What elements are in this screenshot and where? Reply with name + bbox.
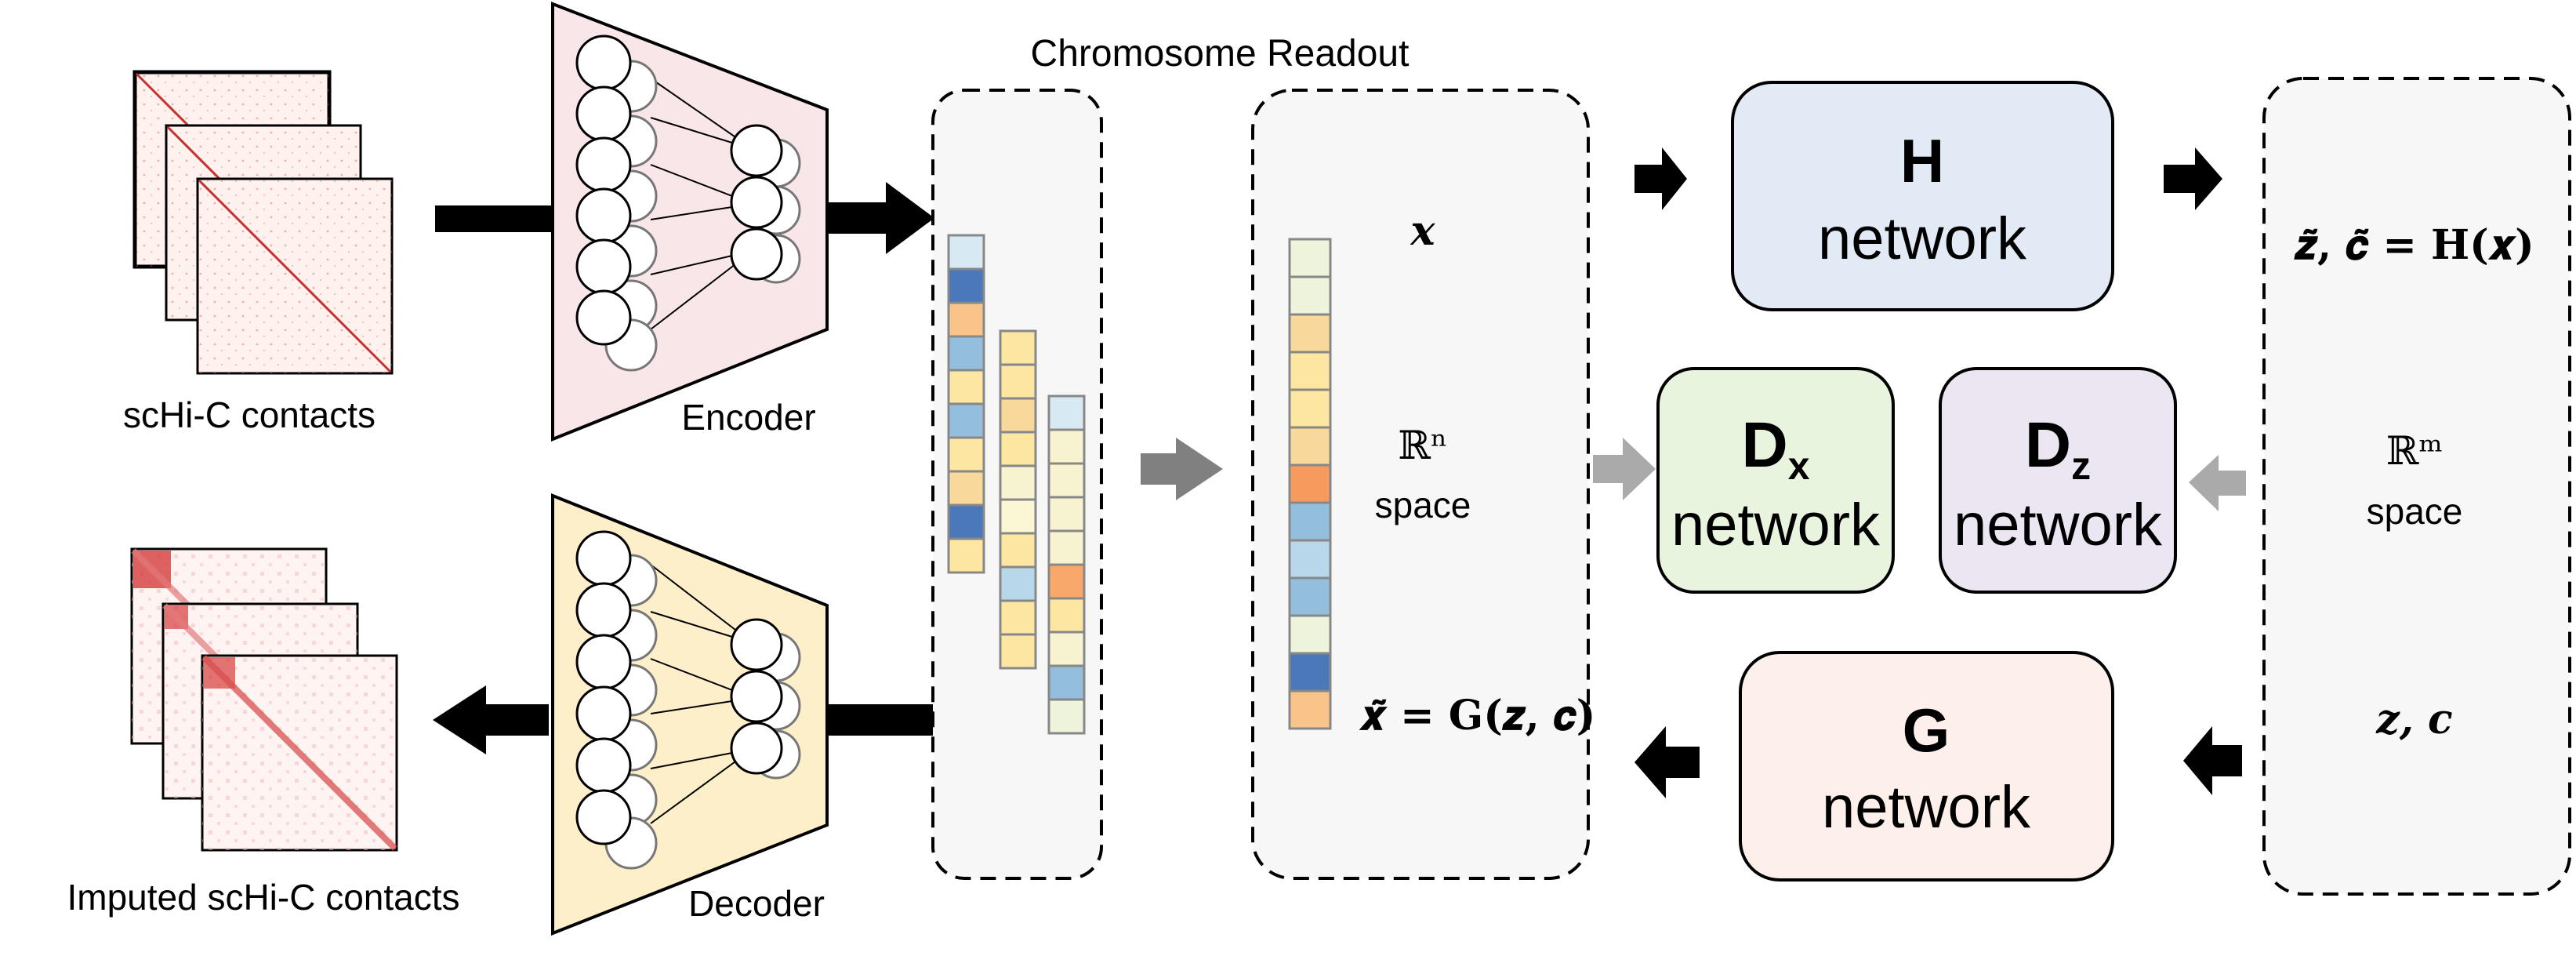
vector-cell (999, 329, 1037, 366)
vector-cell (947, 470, 985, 507)
vector-cell (1288, 501, 1332, 542)
arrow-h-to-rm (2164, 147, 2222, 210)
g-equation: 𝒙̃ = G(𝒛, 𝒄) (1359, 692, 1596, 740)
arrow-rm-to-dz (2189, 455, 2246, 511)
vector-cell (1047, 394, 1086, 431)
arrow-readout-to-decoder (827, 704, 937, 736)
vector-cell (1288, 539, 1332, 580)
contact-map (196, 177, 394, 375)
vector-cell (1047, 597, 1086, 634)
vector-cell (1047, 664, 1086, 701)
h-network-letter: H (1900, 126, 1944, 195)
decoder-label: Decoder (688, 883, 825, 924)
vector-cell (999, 397, 1037, 434)
chromosome-readout-label: Chromosome Readout (1031, 33, 1410, 75)
rn-space-box (1251, 89, 1590, 880)
vector-cell (947, 335, 985, 372)
vector-cell (999, 431, 1037, 467)
g-network-box (1739, 651, 2114, 881)
vector-cell (947, 369, 985, 405)
arrow-to-imputed-contacts (433, 685, 549, 754)
arrow-readout-to-rn (1141, 438, 1223, 500)
vector-cell (1288, 388, 1332, 429)
x-symbol: 𝒙 (1410, 207, 1435, 255)
encoder-label: Encoder (681, 397, 815, 438)
vector-cell (1288, 275, 1332, 316)
h-equation: 𝒛̃, 𝒄̃ = H(𝒙) (2294, 221, 2534, 269)
vector-cell (1288, 689, 1332, 730)
rn-space-label: space (1375, 485, 1471, 525)
vector-cell (999, 565, 1037, 602)
vector-cell (947, 234, 985, 271)
arrow-to-h-network (1634, 147, 1687, 210)
vector-cell (1288, 238, 1332, 278)
vector-cell (999, 464, 1037, 501)
vector-cell (947, 436, 985, 473)
arrow-encoder-to-readout (827, 182, 934, 254)
h-network-word: network (1818, 205, 2027, 272)
vector-cell (999, 498, 1037, 535)
vector-cell (1288, 351, 1332, 391)
latent-x-vector (1288, 238, 1332, 730)
dz-network-word: network (1954, 492, 2163, 558)
vector-cell (1047, 529, 1086, 566)
vector-cell (947, 301, 985, 338)
readout-vector-1 (947, 234, 985, 574)
vector-cell (1288, 426, 1332, 467)
vector-cell (1288, 313, 1332, 354)
arrow-g-network-to-rn (1634, 726, 1700, 798)
dz-network-title: Dz (2025, 409, 2091, 488)
dx-network-box (1656, 367, 1895, 594)
arrow-rm-to-g-network (2183, 726, 2242, 795)
dz-network-box (1939, 367, 2177, 594)
vector-cell (1288, 576, 1332, 617)
rn-symbol: ℝⁿ (1398, 423, 1447, 468)
vector-cell (1047, 631, 1086, 667)
dx-network-word: network (1671, 492, 1881, 558)
vector-cell (947, 503, 985, 540)
vector-cell (947, 402, 985, 439)
vector-cell (947, 537, 985, 574)
vector-cell (1288, 614, 1332, 655)
encoder-neurons (575, 35, 783, 346)
decoder-block (551, 493, 829, 936)
rm-symbol: ℝᵐ (2386, 428, 2443, 474)
vector-cell (947, 267, 985, 304)
input-contacts-label: scHi-C contacts (123, 394, 376, 435)
encoder-block (551, 2, 829, 442)
vector-cell (1288, 463, 1332, 504)
vector-cell (999, 532, 1037, 569)
vector-cell (1047, 428, 1086, 465)
decoder-neurons (575, 530, 783, 845)
output-contacts-label: Imputed scHi-C contacts (67, 877, 459, 918)
vector-cell (999, 633, 1037, 670)
vector-cell (1047, 698, 1086, 735)
input-contact-maps (132, 70, 394, 375)
readout-vector-3 (1047, 394, 1086, 735)
vector-cell (1047, 496, 1086, 533)
dx-network-title: Dx (1741, 409, 1809, 488)
arrow-dx-to-rn (1593, 438, 1656, 500)
vector-cell (1047, 462, 1086, 499)
g-network-letter: G (1903, 696, 1950, 765)
rm-space-box (2262, 77, 2571, 896)
vector-cell (999, 363, 1037, 400)
contact-map (201, 654, 398, 852)
output-contact-maps (130, 547, 398, 852)
arrow-to-encoder (435, 205, 561, 232)
readout-vector-2 (999, 329, 1037, 670)
g-network-word: network (1822, 774, 2031, 841)
h-network-box (1731, 81, 2114, 311)
zc-symbol: 𝒛, 𝒄 (2375, 696, 2452, 743)
vector-cell (1288, 652, 1332, 692)
vector-cell (1047, 563, 1086, 600)
vector-cell (999, 599, 1037, 636)
rm-space-label: space (2367, 491, 2463, 532)
